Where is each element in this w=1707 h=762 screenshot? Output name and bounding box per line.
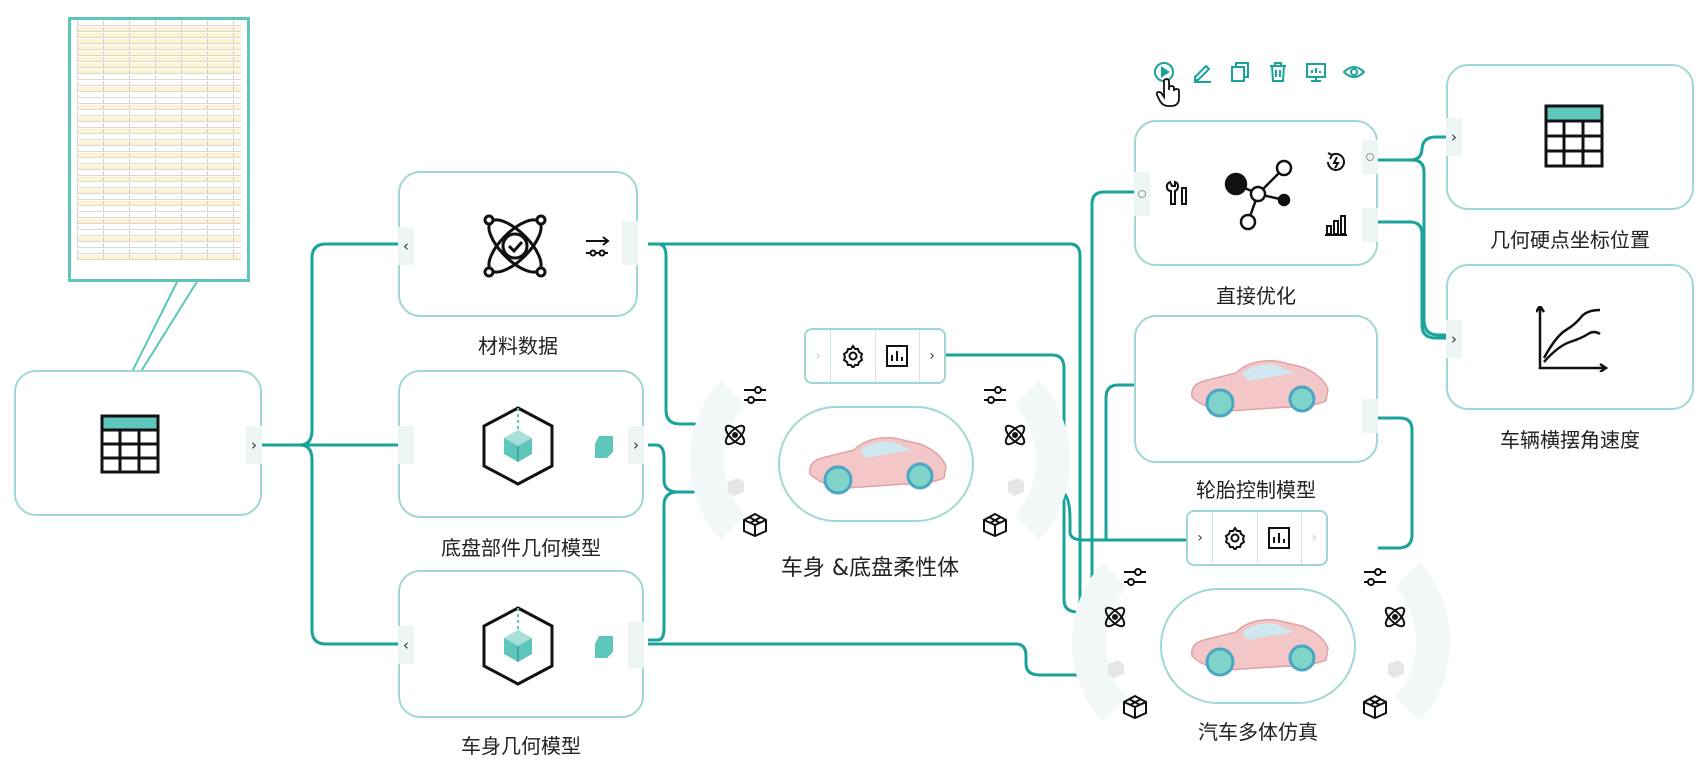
refresh-power-icon: [1324, 150, 1348, 178]
chart-icon[interactable]: [874, 330, 920, 382]
cube-icon: [482, 606, 554, 690]
direct-optimization-label: 直接优化: [1216, 284, 1296, 308]
part-shape-icon: [593, 434, 615, 464]
part-shape-icon: [593, 634, 615, 664]
body-geometry-node[interactable]: ‹: [398, 570, 644, 718]
output-port[interactable]: ›: [628, 426, 644, 464]
sliders-icon[interactable]: [978, 378, 1012, 412]
geometry-icon[interactable]: [1378, 652, 1412, 686]
cube-icon: [482, 406, 554, 490]
copy-icon[interactable]: [1228, 60, 1252, 84]
output-port[interactable]: [628, 622, 644, 668]
car-icon: [1184, 351, 1334, 427]
settings-icon[interactable]: [1212, 512, 1257, 564]
multibody-center[interactable]: [1160, 588, 1356, 704]
geometry-icon[interactable]: [718, 470, 752, 504]
graph-network-icon: [1222, 156, 1300, 240]
sliders-icon[interactable]: [1118, 560, 1152, 594]
geometry-icon[interactable]: [998, 470, 1032, 504]
eye-icon[interactable]: [1342, 60, 1366, 84]
delete-icon[interactable]: [1266, 60, 1290, 84]
geometry-icon[interactable]: [1098, 652, 1132, 686]
hardpoints-node[interactable]: ›: [1446, 64, 1694, 210]
hardpoints-label: 几何硬点坐标位置: [1490, 228, 1650, 252]
material-icon[interactable]: [1378, 600, 1412, 634]
chassis-geometry-label: 底盘部件几何模型: [441, 536, 601, 560]
atom-check-icon: [478, 209, 552, 287]
table-icon: [1544, 104, 1604, 172]
transfer-icon: [584, 235, 612, 263]
car-icon: [1184, 610, 1334, 686]
yaw-rate-node[interactable]: ›: [1446, 264, 1694, 410]
output-port[interactable]: ›: [246, 426, 262, 464]
chart-icon[interactable]: [1256, 512, 1302, 564]
car-icon: [802, 428, 952, 504]
flex-body-center[interactable]: [778, 406, 974, 522]
input-port[interactable]: ›: [1446, 118, 1462, 156]
output-port[interactable]: [1362, 208, 1378, 242]
flex-body-label: 车身 &底盘柔性体: [780, 556, 960, 581]
sliders-icon[interactable]: [1358, 560, 1392, 594]
sliders-icon[interactable]: [738, 378, 772, 412]
monitor-icon[interactable]: [1304, 60, 1328, 84]
node-action-toolbar[interactable]: [1152, 60, 1366, 84]
material-icon[interactable]: [998, 418, 1032, 452]
direct-optimization-node[interactable]: [1134, 120, 1378, 266]
hand-cursor-icon: [1155, 78, 1182, 112]
material-icon[interactable]: [718, 418, 752, 452]
output-port[interactable]: [1362, 399, 1378, 433]
multibody-label: 汽车多体仿真: [1198, 720, 1318, 744]
spreadsheet-preview: [68, 17, 250, 282]
mesh-icon[interactable]: [738, 508, 772, 542]
wrench-icon: [1164, 180, 1190, 210]
bar-chart-icon: [1324, 214, 1348, 240]
settings-icon[interactable]: [830, 330, 875, 382]
tire-control-label: 轮胎控制模型: [1196, 478, 1316, 502]
input-port[interactable]: ‹: [398, 227, 414, 265]
material-icon[interactable]: [1098, 600, 1132, 634]
input-port[interactable]: [398, 426, 414, 464]
body-geometry-label: 车身几何模型: [461, 734, 581, 758]
chassis-geometry-node[interactable]: ›: [398, 370, 644, 518]
material-data-node[interactable]: ‹: [398, 171, 638, 317]
mesh-icon[interactable]: [1118, 690, 1152, 724]
yaw-rate-label: 车辆横摆角速度: [1500, 428, 1640, 452]
output-port[interactable]: [622, 221, 638, 265]
input-port[interactable]: ›: [1446, 320, 1462, 358]
input-port[interactable]: [1134, 172, 1150, 216]
tire-control-node[interactable]: [1134, 315, 1378, 463]
output-port[interactable]: [1362, 140, 1378, 174]
expand-arrow-icon[interactable]: ›: [919, 330, 944, 382]
edit-icon[interactable]: [1190, 60, 1214, 84]
mesh-icon[interactable]: [1358, 690, 1392, 724]
material-data-label: 材料数据: [478, 334, 558, 358]
table-icon: [100, 414, 160, 478]
mesh-icon[interactable]: [978, 508, 1012, 542]
source-table-node[interactable]: ›: [14, 370, 262, 516]
line-chart-icon: [1534, 303, 1609, 376]
input-port[interactable]: ‹: [398, 626, 414, 664]
